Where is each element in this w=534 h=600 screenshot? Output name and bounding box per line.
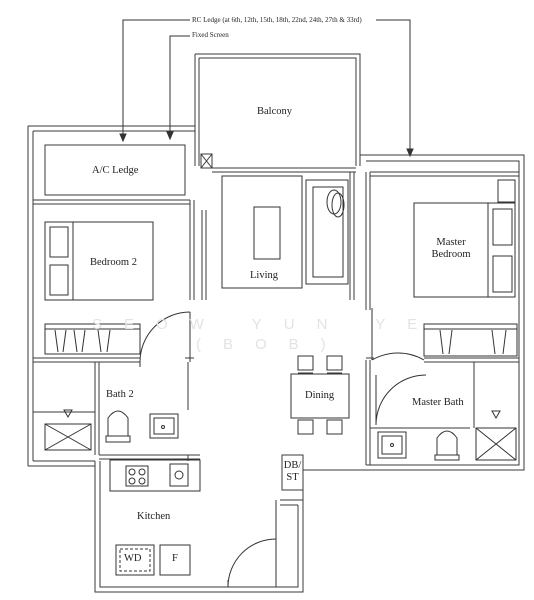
master-bath-label: Master Bath: [412, 397, 464, 408]
ac-ledge-label: A/C Ledge: [92, 165, 139, 176]
ac-ledge: [44, 144, 213, 196]
fridge-label: F: [172, 553, 178, 564]
master-bedroom-door: [371, 308, 425, 361]
bath2-walls: [33, 362, 200, 461]
rc-ledge-leader: [119, 19, 414, 158]
fixed-screen-annotation: Fixed Screen: [192, 31, 229, 39]
db-st-label-line2: ST: [286, 472, 299, 484]
watermark-line1: SEOW YUN YE: [92, 316, 440, 333]
master-bath-sink: [377, 431, 407, 459]
db-st-label: DB/ ST: [282, 460, 303, 484]
master-bedroom-walls: [366, 171, 519, 363]
washer-dryer: [115, 544, 155, 576]
db-st-closet: [281, 454, 304, 491]
bedroom2-walls: [33, 199, 195, 363]
bath2-shower: [44, 409, 92, 451]
kitchen-label: Kitchen: [137, 511, 171, 522]
watermark-line2: (BOB): [196, 336, 348, 353]
wd-label: WD: [124, 553, 142, 564]
fridge: [159, 544, 191, 576]
living-walls: [201, 167, 371, 310]
master-bath-walls: [365, 360, 475, 465]
master-bedroom-label: Master Bedroom: [425, 237, 477, 261]
living-label: Living: [250, 270, 278, 281]
living-sofa: [305, 179, 349, 285]
master-bedroom-label-line2: Bedroom: [431, 249, 471, 261]
living-furniture: [221, 175, 303, 289]
dining-table: [290, 355, 350, 435]
kitchen-counter: [109, 459, 201, 492]
bath2-label: Bath 2: [106, 389, 134, 400]
bedroom2-wardrobe: [44, 323, 141, 355]
rc-ledge-annotation: RC Ledge (at 6th, 12th, 15th, 18th, 22nd…: [192, 16, 362, 24]
master-bath-shower: [475, 410, 517, 461]
bedroom2-bed: [44, 221, 154, 301]
bedroom2-label: Bedroom 2: [90, 257, 137, 268]
bath2-sink: [149, 413, 179, 439]
kitchen-door: [227, 500, 277, 588]
master-bath-toilet: [434, 430, 460, 461]
db-st-label-line1: DB/: [283, 460, 302, 471]
fixed-screen-leader: [166, 35, 190, 141]
outer-walls: [27, 53, 525, 593]
bedroom2-door: [139, 311, 191, 367]
master-wardrobe: [423, 323, 518, 357]
bath2-toilet: [105, 410, 131, 443]
master-bath-door: [375, 374, 427, 426]
balcony-label: Balcony: [257, 106, 292, 117]
master-bed: [413, 179, 516, 298]
master-bedroom-label-line1: Master: [436, 237, 466, 248]
dining-label: Dining: [305, 390, 335, 401]
